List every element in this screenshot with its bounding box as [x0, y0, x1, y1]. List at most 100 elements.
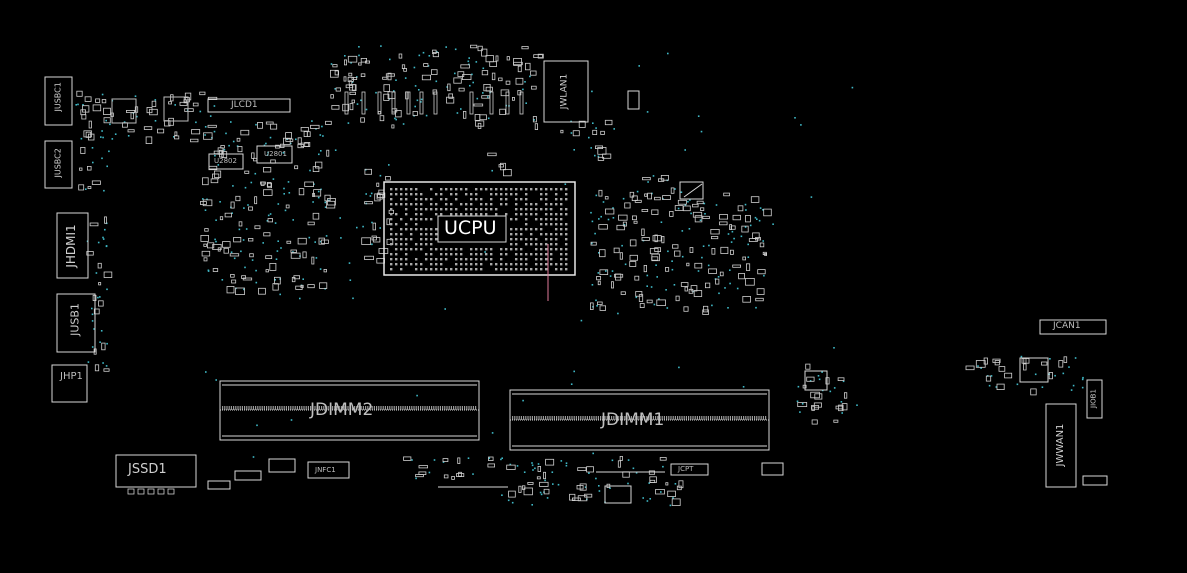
pad: [614, 273, 624, 278]
cpu-ball: [525, 253, 528, 256]
pad: [622, 221, 627, 227]
via: [85, 188, 87, 190]
pad: [674, 250, 681, 257]
dimm-pin: [628, 416, 630, 420]
via: [233, 257, 236, 260]
cpu-ball: [485, 213, 488, 216]
via: [251, 259, 254, 261]
via: [173, 136, 175, 138]
cpu-ball: [485, 253, 488, 256]
cpu-ball: [520, 228, 523, 231]
via: [80, 137, 83, 140]
cpu-ball: [530, 188, 533, 191]
pad: [659, 457, 667, 461]
cpu-ball: [390, 258, 393, 261]
cpu-ball: [400, 228, 403, 231]
dimm-pin: [391, 406, 393, 410]
u2802-label: U2802: [214, 157, 237, 165]
cpu-ball: [525, 188, 528, 191]
pad: [708, 268, 717, 274]
via: [708, 244, 710, 247]
pad: [579, 483, 587, 491]
via: [91, 346, 94, 348]
cpu-ball: [485, 258, 488, 261]
dimm-pin: [668, 416, 670, 420]
pad: [479, 114, 487, 121]
pad: [692, 203, 699, 208]
dimm-pin: [222, 406, 224, 410]
cpu-ball: [390, 228, 393, 231]
via: [702, 245, 705, 247]
via: [351, 81, 354, 83]
pad: [586, 466, 594, 473]
pad: [537, 53, 544, 59]
pad: [383, 84, 390, 92]
via: [851, 86, 854, 89]
dimm-pin: [325, 406, 327, 410]
pad: [457, 71, 465, 77]
via: [358, 54, 360, 57]
via: [428, 471, 431, 474]
pad: [391, 91, 396, 115]
via: [287, 181, 290, 183]
dimm-pin: [235, 406, 237, 410]
cpu-ball: [555, 213, 558, 216]
cpu-ball: [455, 253, 458, 256]
cpu-ball: [400, 243, 403, 246]
cpu-ball: [420, 193, 423, 196]
cpu-ball: [530, 243, 533, 246]
cpu-ball: [505, 213, 508, 216]
cpu-ball: [445, 253, 448, 256]
via: [358, 46, 360, 48]
cpu-ball: [565, 233, 568, 236]
cpu-ball: [565, 228, 568, 231]
cpu-ball: [420, 218, 423, 221]
pad: [342, 103, 350, 112]
dimm-pin: [694, 416, 696, 420]
via: [356, 226, 358, 229]
cpu-ball: [550, 253, 553, 256]
pad: [689, 247, 694, 253]
cpu-ball: [555, 238, 558, 241]
cpu-ball: [540, 253, 543, 256]
cpu-ball: [520, 268, 523, 271]
dimm-pin: [268, 406, 270, 410]
via: [531, 464, 534, 467]
dimm-pin: [756, 416, 758, 420]
via: [365, 108, 368, 111]
via: [217, 164, 220, 166]
via: [102, 238, 105, 240]
via: [472, 473, 474, 475]
cpu-ball: [495, 193, 498, 196]
via: [231, 212, 233, 214]
pad: [506, 464, 516, 470]
via: [1070, 389, 1073, 391]
via: [511, 501, 514, 504]
via: [646, 274, 649, 277]
cpu-ball: [530, 203, 533, 206]
via: [704, 213, 706, 215]
via: [552, 483, 554, 485]
cpu-ball: [555, 218, 558, 221]
pad: [98, 300, 104, 307]
pad: [605, 208, 615, 215]
pad: [631, 195, 638, 201]
cpu-ball: [390, 198, 393, 201]
cpu-ball: [430, 258, 433, 261]
via: [580, 319, 583, 322]
cpu-ball: [430, 228, 433, 231]
pad: [745, 277, 755, 286]
cpu-ball: [560, 248, 563, 251]
dimm-pin: [652, 416, 654, 420]
via: [101, 130, 103, 132]
cpu-ball: [415, 213, 418, 216]
cpu-ball: [505, 198, 508, 201]
cpu-ball: [540, 218, 543, 221]
pad: [694, 262, 703, 269]
via: [475, 61, 478, 63]
cpu-ball: [545, 193, 548, 196]
cpu-ball: [525, 198, 528, 201]
pad: [418, 465, 429, 469]
dimm-pin: [415, 406, 417, 410]
pad: [377, 192, 386, 198]
